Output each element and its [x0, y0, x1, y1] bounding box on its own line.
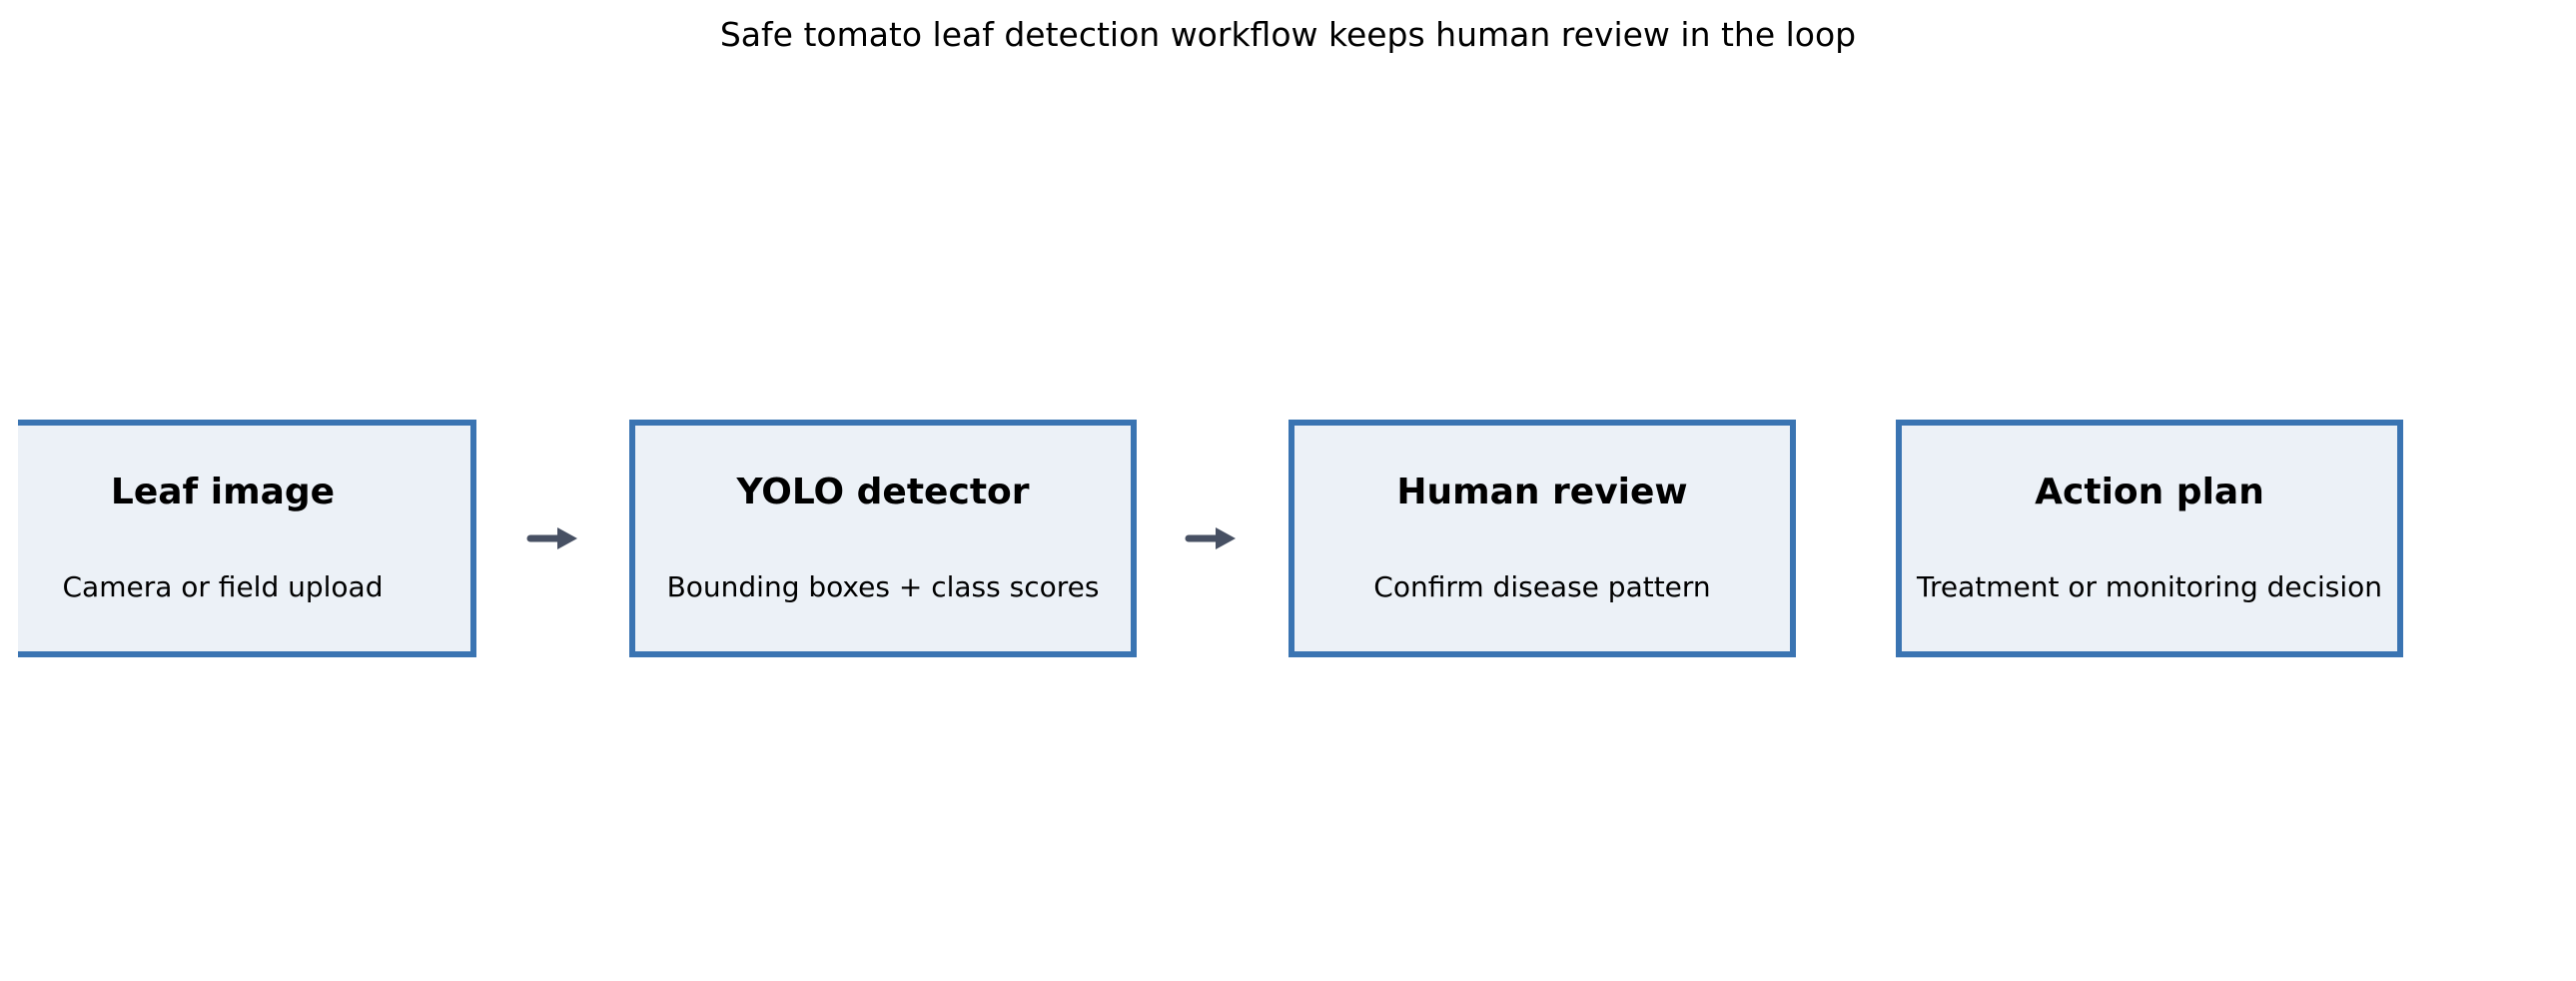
node-title: Action plan — [2035, 472, 2264, 512]
node-yolo-detector: YOLO detector Bounding boxes + class sco… — [629, 420, 1137, 657]
node-subtitle: Treatment or monitoring decision — [1916, 570, 2383, 603]
node-title: Human review — [1396, 472, 1688, 512]
node-subtitle: Confirm disease pattern — [1373, 570, 1711, 603]
node-subtitle: Bounding boxes + class scores — [666, 570, 1100, 603]
node-title: Leaf image — [110, 472, 336, 512]
right-arrow-icon — [1185, 523, 1239, 553]
diagram-title: Safe tomato leaf detection workflow keep… — [719, 15, 1857, 54]
node-box: Leaf image Camera or field upload — [18, 420, 476, 657]
node-leaf-image: Leaf image Camera or field upload — [18, 420, 476, 657]
node-subtitle: Camera or field upload — [62, 570, 384, 603]
node-action-plan: Action plan Treatment or monitoring deci… — [1896, 420, 2403, 657]
right-arrow-icon — [526, 523, 580, 553]
node-human-review: Human review Confirm disease pattern — [1288, 420, 1796, 657]
node-title: YOLO detector — [736, 472, 1030, 512]
